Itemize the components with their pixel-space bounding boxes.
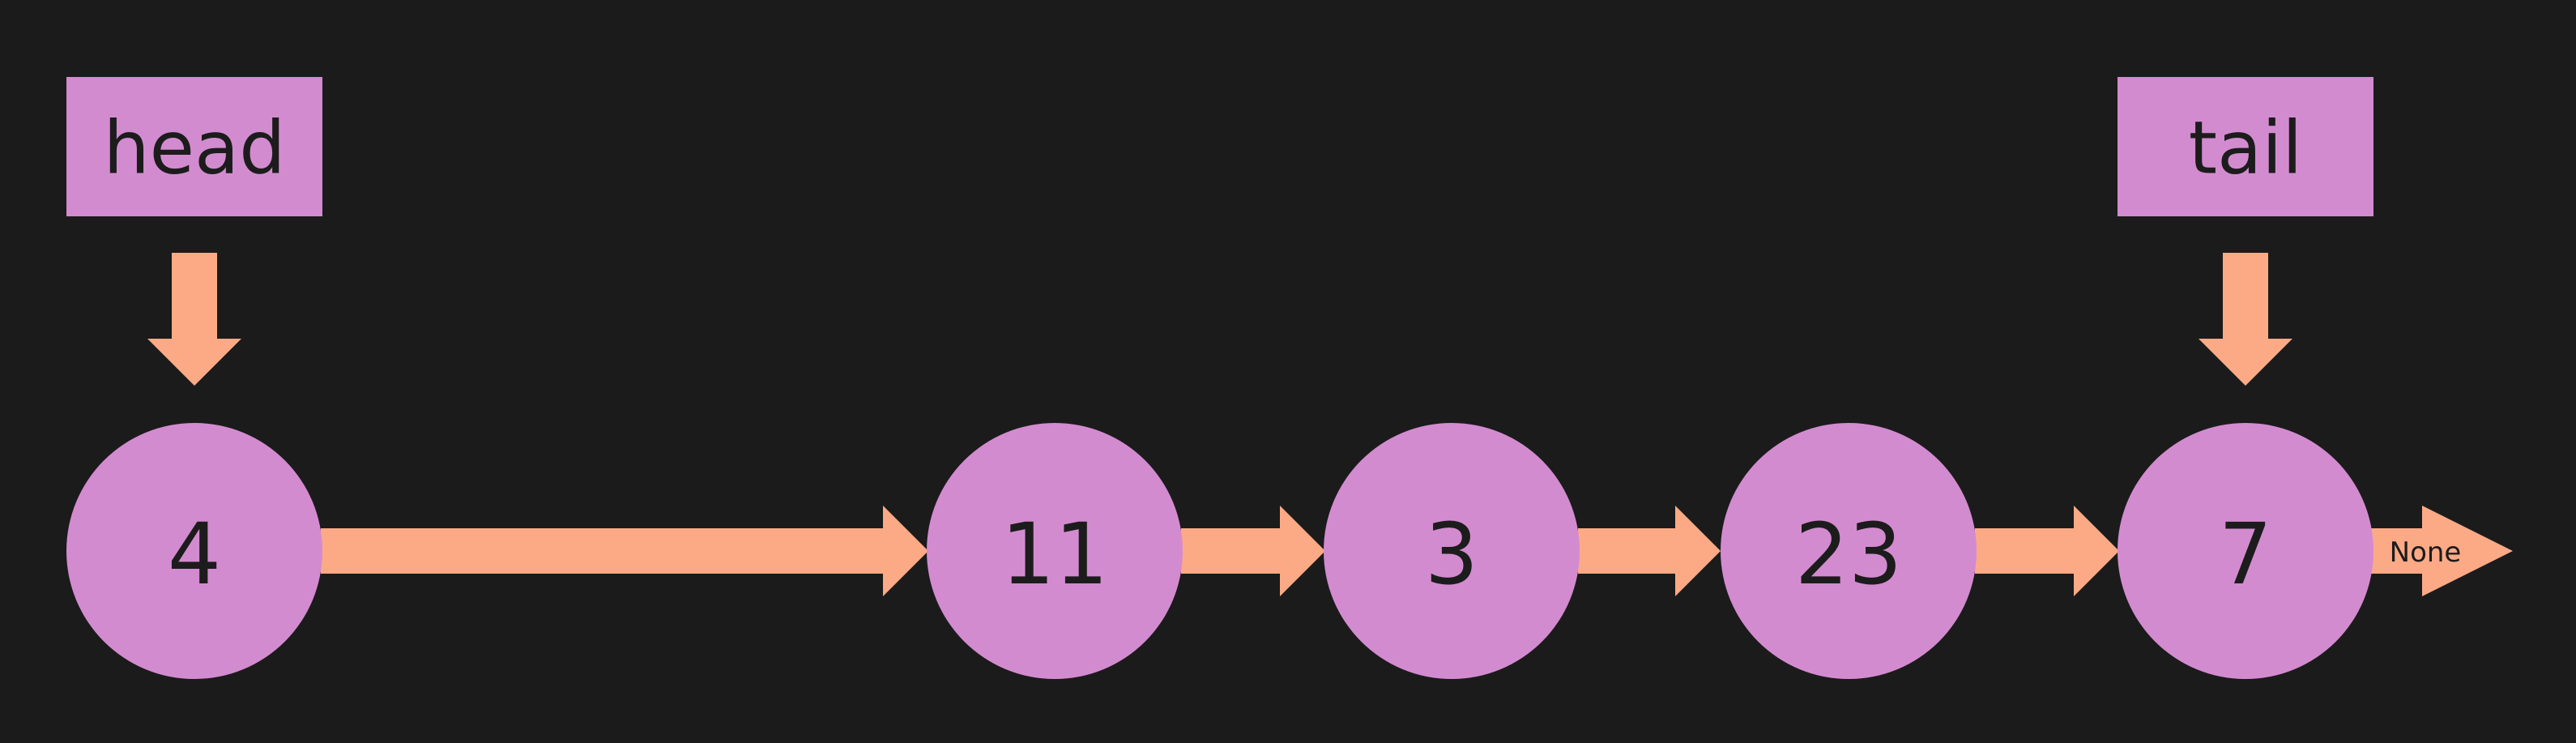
node-circle [1324,423,1580,679]
list-node: 4 [66,423,322,679]
tail-label: tail [2189,106,2302,191]
tail-pointer: tail [2118,77,2373,216]
link-arrow-11-to-3 [1181,506,1325,596]
node-value: 3 [1425,505,1478,604]
link-arrow-4-to-11 [321,506,928,596]
node-circle [1721,423,1977,679]
node-value: 11 [1001,505,1108,604]
head-label-box [66,77,322,216]
list-node: 11 [927,423,1183,679]
tail-down-arrow [2199,253,2292,386]
list-node: 23 [1721,423,1977,679]
node-circle [2118,423,2373,679]
terminal-arrow [2370,506,2513,596]
tail-label-box [2118,77,2373,216]
head-down-arrow [147,253,241,386]
list-node: 7 [2118,423,2373,679]
node-circle [927,423,1183,679]
terminal-none-label: None [2390,536,2462,569]
node-circle [66,423,322,679]
node-value: 4 [168,505,221,604]
head-pointer: head [66,77,322,216]
link-arrow-23-to-7 [1975,506,2119,596]
node-value: 23 [1795,505,1902,604]
link-arrow-3-to-23 [1578,506,1721,596]
list-node: 3 [1324,423,1580,679]
head-label: head [104,106,286,191]
node-value: 7 [2219,505,2272,604]
